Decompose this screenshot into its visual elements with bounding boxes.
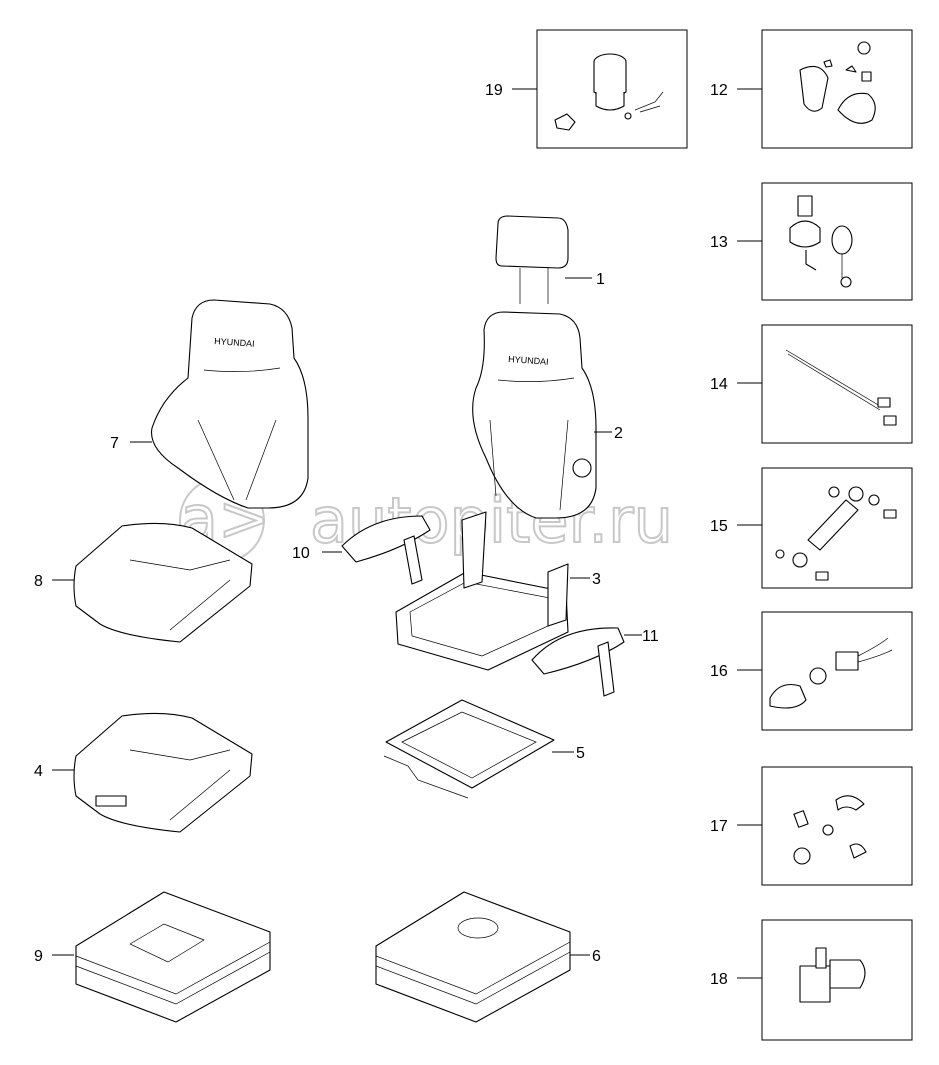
kit-box-12: 12 xyxy=(710,29,913,149)
part-suspension-base: 9 xyxy=(34,891,271,1023)
part-seat-cushion: 4 xyxy=(34,712,253,833)
kit-box-13: 13 xyxy=(710,182,913,301)
part-armrest-left: 10 xyxy=(292,515,431,585)
brand-label-cover: HYUNDAI xyxy=(214,336,255,349)
callout-1: 1 xyxy=(596,271,605,288)
callout-13: 13 xyxy=(710,234,728,251)
kit-box-17: 17 xyxy=(710,766,913,886)
callout-15: 15 xyxy=(710,518,728,535)
callout-18: 18 xyxy=(710,971,728,988)
callout-9: 9 xyxy=(34,948,43,965)
callout-17: 17 xyxy=(710,818,728,835)
callout-4: 4 xyxy=(34,763,43,780)
callout-3: 3 xyxy=(592,571,601,588)
part-backrest: HYUNDAI 2 xyxy=(472,311,623,519)
part-backrest-cover: HYUNDAI 7 xyxy=(110,299,309,509)
part-seat-cushion-cover: 8 xyxy=(34,522,253,643)
callout-11: 11 xyxy=(642,628,659,645)
callout-16: 16 xyxy=(710,663,728,680)
callout-5: 5 xyxy=(576,745,585,762)
part-slide-rails: 5 xyxy=(383,699,585,799)
part-seat-frame: 3 xyxy=(395,511,601,671)
callout-10: 10 xyxy=(292,545,310,562)
kit-box-16: 16 xyxy=(710,611,913,731)
part-suspension-assembly: 6 xyxy=(375,891,601,1023)
callout-7: 7 xyxy=(110,435,119,452)
callout-19: 19 xyxy=(485,82,503,99)
kit-box-15: 15 xyxy=(710,467,913,589)
callout-14: 14 xyxy=(710,376,728,393)
kit-box-18: 18 xyxy=(710,919,913,1041)
callout-6: 6 xyxy=(592,948,601,965)
brand-label-backrest: HYUNDAI xyxy=(508,354,549,367)
callout-12: 12 xyxy=(710,82,728,99)
callout-2: 2 xyxy=(614,425,623,442)
part-armrest-right: 11 xyxy=(531,627,659,697)
callout-8: 8 xyxy=(34,573,43,590)
kit-box-19: 19 xyxy=(485,29,688,149)
part-headrest: 1 xyxy=(495,215,605,304)
kit-box-14: 14 xyxy=(710,324,913,444)
